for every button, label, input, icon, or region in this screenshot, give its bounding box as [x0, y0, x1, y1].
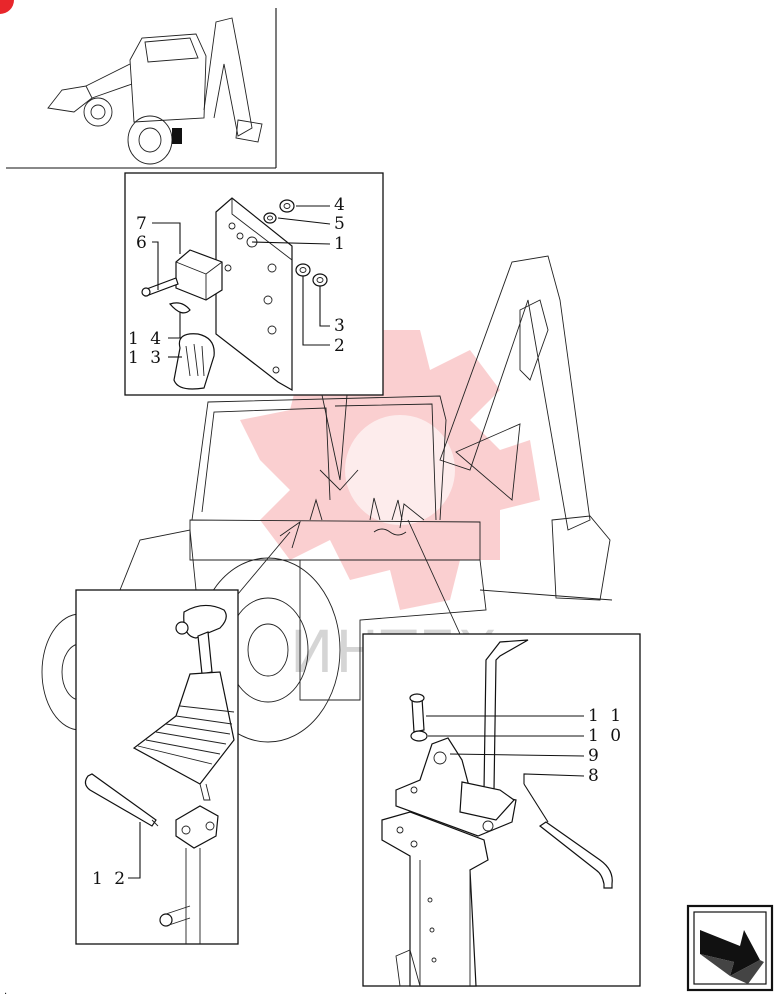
red-corner-badge: [0, 0, 14, 14]
next-page-arrow-icon[interactable]: [686, 904, 774, 992]
callout-3: 3: [334, 316, 348, 336]
callout-13: 1 3: [128, 348, 164, 368]
callout-7: 7: [136, 214, 150, 234]
svg-text:.: .: [4, 986, 7, 997]
hinge-bracket-detail: [362, 503, 641, 987]
machine-thumbnail: [6, 8, 277, 169]
callout-9: 9: [588, 746, 602, 766]
callout-1: 1: [334, 234, 348, 254]
callout-5: 5: [334, 214, 348, 234]
callout-2: 2: [334, 336, 348, 356]
callout-14: 1 4: [128, 329, 164, 349]
highlight-marker: [172, 128, 182, 144]
callout-12: 1 2: [92, 869, 128, 889]
plate-assembly-detail: [124, 172, 384, 491]
callout-8: 8: [588, 766, 602, 786]
callout-11: 1 1: [588, 706, 624, 726]
callout-10: 1 0: [588, 726, 624, 746]
callout-4: 4: [334, 195, 348, 215]
watermark-logo: ИНТЕХ: [240, 330, 540, 686]
control-lever-detail: [75, 520, 301, 945]
callout-6: 6: [136, 233, 150, 253]
